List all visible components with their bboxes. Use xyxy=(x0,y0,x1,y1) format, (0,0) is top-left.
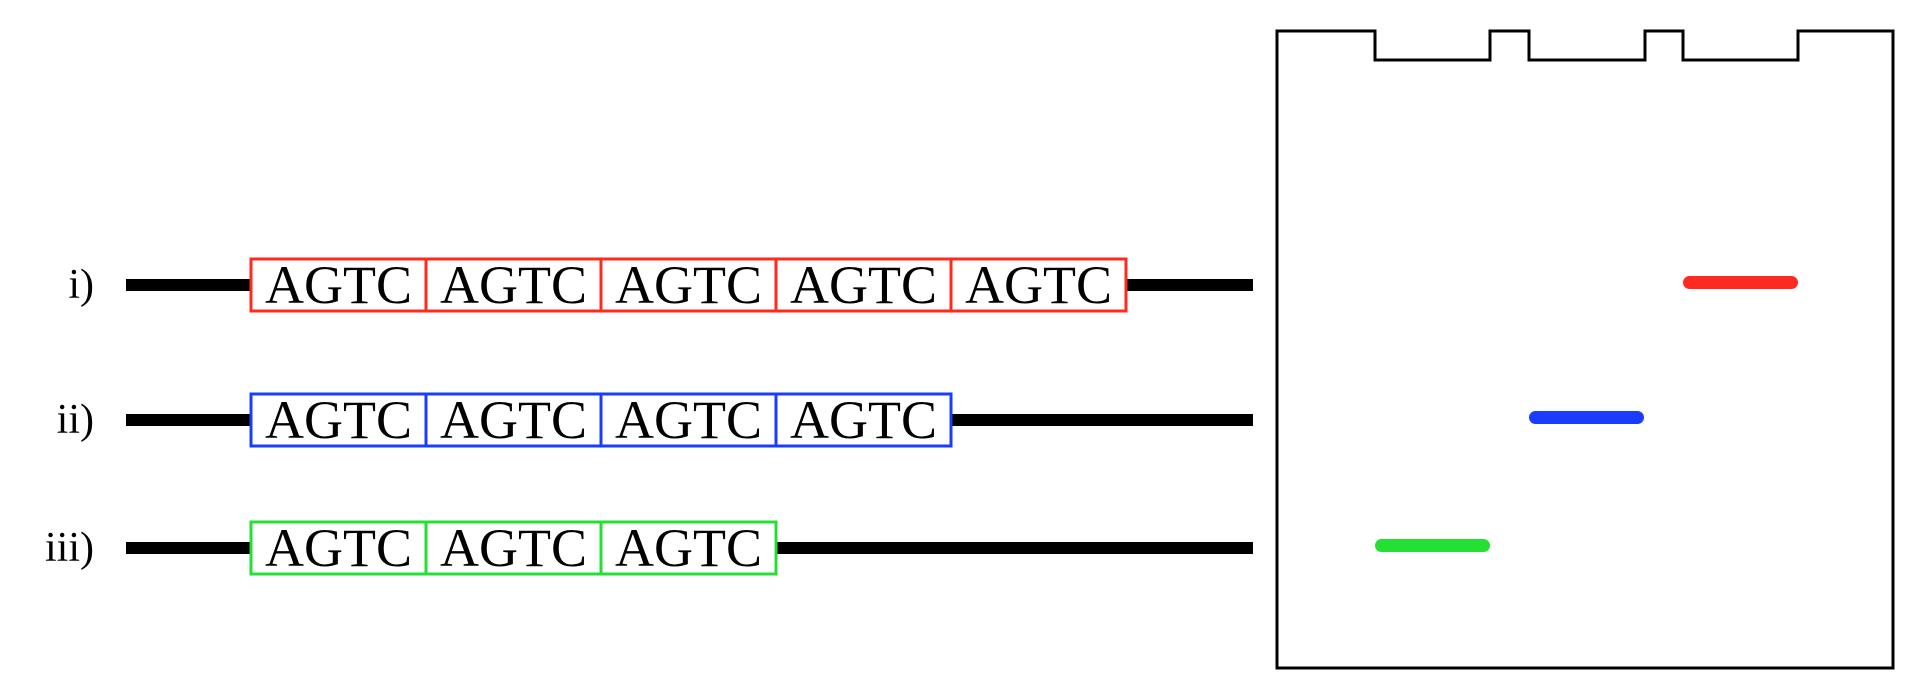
repeat-box xyxy=(249,392,428,448)
repeat-box xyxy=(599,257,778,313)
repeat-sequence: AGTC xyxy=(790,255,937,315)
gel-bands xyxy=(1375,276,1798,552)
strand-row-3: iii) AGTC AGTC AGTC xyxy=(45,518,1253,578)
repeat-box xyxy=(949,257,1128,313)
repeat-sequence: AGTC xyxy=(265,518,412,578)
repeat-box xyxy=(599,392,778,448)
repeat-sequence: AGTC xyxy=(790,390,937,450)
gel-band-red xyxy=(1683,276,1798,289)
dna-strands: i) AGTC AGTC AGTC AGTC AGTC ii) AGTC AGTC AGTC AGT… xyxy=(45,255,1253,578)
gel-outline xyxy=(1275,29,1895,670)
repeat-box xyxy=(249,520,428,576)
strand-row-2: ii) AGTC AGTC AGTC AGTC xyxy=(57,390,1253,450)
gel-band-blue xyxy=(1529,411,1644,424)
row-label: i) xyxy=(68,262,94,308)
row-label: iii) xyxy=(45,525,94,571)
repeat-sequence: AGTC xyxy=(615,518,762,578)
repeat-sequence: AGTC xyxy=(615,255,762,315)
gel-band-green xyxy=(1375,539,1490,552)
repeat-sequence: AGTC xyxy=(265,255,412,315)
repeat-box xyxy=(424,520,603,576)
repeat-sequence: AGTC xyxy=(440,255,587,315)
repeat-sequence: AGTC xyxy=(965,255,1112,315)
repeat-sequence: AGTC xyxy=(440,390,587,450)
gel-electrophoresis xyxy=(1275,29,1895,670)
strand-row-1: i) AGTC AGTC AGTC AGTC AGTC xyxy=(68,255,1253,315)
repeat-box xyxy=(774,392,953,448)
repeat-box xyxy=(599,520,778,576)
repeat-box xyxy=(424,257,603,313)
repeat-sequence: AGTC xyxy=(265,390,412,450)
repeat-sequence: AGTC xyxy=(440,518,587,578)
repeat-box xyxy=(424,392,603,448)
repeat-sequence: AGTC xyxy=(615,390,762,450)
row-label: ii) xyxy=(57,397,94,443)
